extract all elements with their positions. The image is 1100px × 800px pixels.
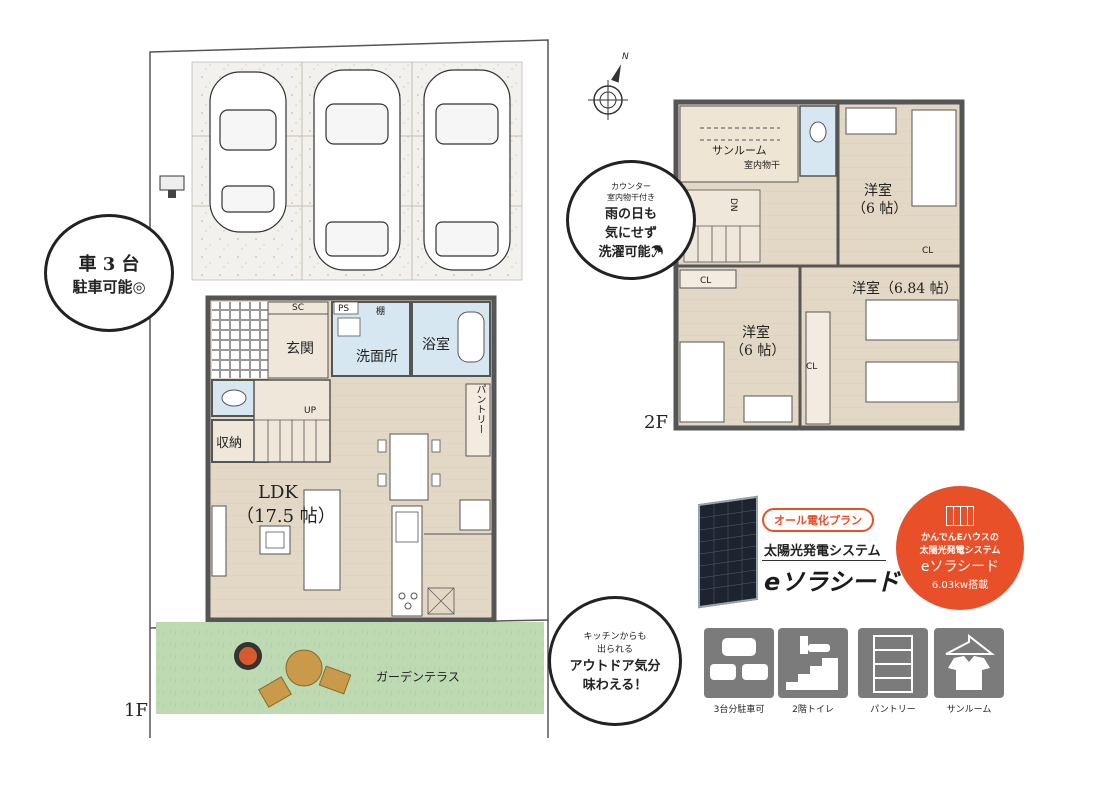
label-sc: SC: [292, 303, 304, 313]
bubble-outdoor: キッチンからも 出られる アウトドア気分 味わえる！: [548, 596, 682, 726]
bubble-parking-line1: 車 3 台: [78, 253, 140, 275]
bbq-grill: [234, 642, 262, 670]
mailbox: [159, 175, 185, 191]
label-indoor-dry: 室内物干: [744, 161, 781, 171]
label-shelf: 棚: [376, 307, 386, 317]
car-3: [423, 69, 511, 271]
solar-brand: eソラシード: [764, 568, 900, 596]
bubble-parking-line2: 駐車可能◎: [72, 277, 146, 296]
bubble-outdoor-line1: アウトドア気分: [569, 659, 661, 674]
solar-circle-icon: [946, 505, 974, 526]
stairs-toilet-icon: [786, 636, 838, 690]
floor1-label: 1F: [124, 700, 148, 721]
plan-badge: オール電化プラン: [762, 508, 874, 532]
label-yoshitsu-c-size: （6 帖）: [730, 343, 786, 359]
entrance-tile: [212, 302, 268, 378]
solar-panel-icon: [698, 495, 758, 609]
feature-toilet: [778, 628, 848, 698]
feature-pantry: [858, 628, 928, 698]
solar-circle-line2: 太陽光発電システム: [919, 545, 1001, 556]
bubble-laundry-small1: カウンター: [611, 181, 651, 191]
solar-system-title: 太陽光発電システム: [764, 544, 881, 559]
bubble-parking: 車 3 台 駐車可能◎: [44, 214, 174, 332]
label-ldk-size: （17.5 帖）: [236, 506, 336, 527]
feature-pantry-label: パントリー: [870, 705, 916, 715]
label-cl-a: CL: [922, 246, 934, 256]
shirt-hanger-icon: [945, 633, 995, 690]
garden-terrace: [156, 622, 544, 714]
bubble-laundry-line1: 雨の日も: [604, 206, 657, 222]
feature-toilet-label: 2階トイレ: [792, 705, 834, 715]
label-up: UP: [304, 406, 317, 416]
label-yoshitsu-a: 洋室: [864, 183, 892, 199]
bubble-outdoor-small2: 出られる: [596, 645, 633, 655]
label-sunroom: サンルーム: [712, 144, 767, 157]
pantry-shelf-icon: [873, 635, 913, 693]
label-genkan: 玄関: [286, 341, 314, 357]
label-yokushitsu: 浴室: [422, 337, 450, 353]
bubble-outdoor-line2: 味わえる！: [582, 678, 648, 693]
feature-cars-label: 3台分駐車可: [713, 705, 765, 715]
solar-circle-brand: eソラシード: [920, 558, 1000, 575]
stairs-1f: [253, 379, 331, 463]
bubble-laundry-line3: 洗濯可能☂: [598, 244, 664, 260]
bubble-laundry-line2: 気にせず: [604, 225, 657, 241]
solar-divider: [762, 560, 886, 561]
dining-table: [377, 433, 441, 501]
label-yoshitsu-a-size: （6 帖）: [852, 201, 908, 217]
label-yoshitsu-b: 洋室（6.84 帖）: [852, 281, 958, 297]
label-pantry: パントリー: [474, 384, 485, 434]
bubble-laundry: カウンター 室内物干付き 雨の日も 気にせず 洗濯可能☂: [566, 160, 696, 280]
solar-circle: かんでんEハウスの 太陽光発電システム eソラシード 6.03kw搭載: [896, 486, 1024, 610]
label-shuno: 収納: [216, 436, 243, 451]
label-senmen: 洗面所: [356, 349, 398, 365]
compass-icon: [588, 64, 628, 120]
label-garden: ガーデンテラス: [376, 670, 460, 684]
solar-circle-kw: 6.03kw搭載: [931, 579, 989, 591]
solar-circle-line1: かんでんEハウスの: [921, 532, 999, 543]
label-cl-b: CL: [806, 362, 818, 372]
label-cl-c: CL: [700, 276, 712, 286]
label-ps: PS: [338, 304, 350, 314]
car-1: [209, 71, 287, 233]
car-2: [313, 69, 401, 271]
cars-icon: [710, 638, 768, 680]
sofa: [303, 489, 341, 591]
solar-grid: [700, 499, 756, 605]
feature-sunroom: [934, 628, 1004, 698]
compass-north: N: [622, 52, 629, 62]
label-dn: DN: [728, 198, 738, 212]
feature-sunroom-label: サンルーム: [946, 705, 992, 715]
floor2-label: 2F: [644, 412, 668, 433]
label-ldk: LDK: [258, 482, 298, 503]
label-yoshitsu-c: 洋室: [742, 325, 770, 341]
tv-board: [211, 505, 227, 577]
bubble-laundry-small2: 室内物干付き: [607, 192, 655, 202]
feature-cars: [704, 628, 774, 698]
bubble-outdoor-small1: キッチンからも: [583, 632, 647, 642]
